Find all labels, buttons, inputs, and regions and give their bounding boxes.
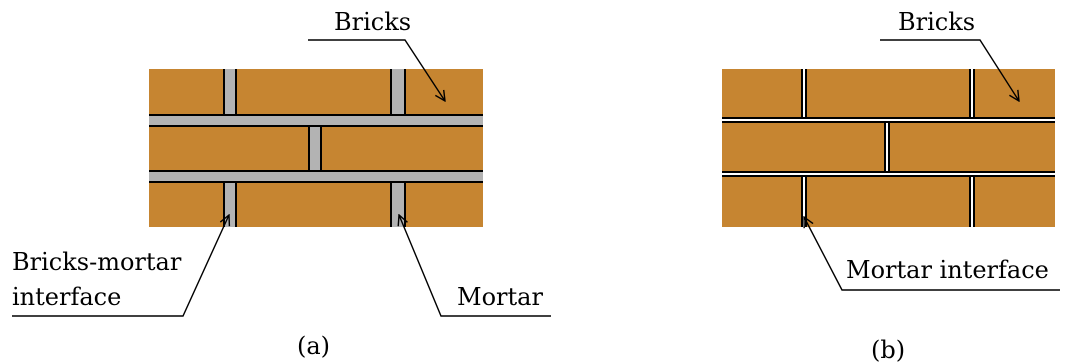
brick xyxy=(149,69,224,115)
panel-a: Bricks Bricks-mortar interface Mortar (a… xyxy=(12,8,551,360)
brick xyxy=(975,177,1055,227)
mortar-leader xyxy=(399,215,551,317)
caption-b: (b) xyxy=(871,336,905,363)
brick xyxy=(975,69,1055,117)
bricks-label: Bricks xyxy=(334,8,411,36)
brick xyxy=(722,177,801,227)
interface-label-line1: Bricks-mortar xyxy=(12,248,182,276)
brick xyxy=(405,69,483,115)
brick xyxy=(405,182,483,227)
brick xyxy=(149,126,309,171)
brick xyxy=(149,182,224,227)
brick xyxy=(890,123,1055,171)
interface-leader xyxy=(12,215,229,317)
mortar-interface-label: Mortar interface xyxy=(846,256,1049,284)
bricks-leader xyxy=(308,39,445,101)
brick xyxy=(807,177,969,227)
caption-a: (a) xyxy=(297,332,330,360)
brick xyxy=(807,69,969,117)
brick xyxy=(722,69,801,117)
bricks-leader-b xyxy=(880,39,1019,101)
interface-label-line2: interface xyxy=(12,283,121,311)
bricks-label-b: Bricks xyxy=(898,8,975,36)
brick xyxy=(722,123,884,171)
brick xyxy=(236,182,391,227)
brick xyxy=(236,69,391,115)
mortar-label: Mortar xyxy=(457,283,543,311)
brick xyxy=(321,126,483,171)
mortar-interface-leader xyxy=(804,217,1060,291)
panel-b: Bricks Mortar interface (b) xyxy=(722,8,1060,363)
mortar-interface-lines xyxy=(722,69,1055,227)
